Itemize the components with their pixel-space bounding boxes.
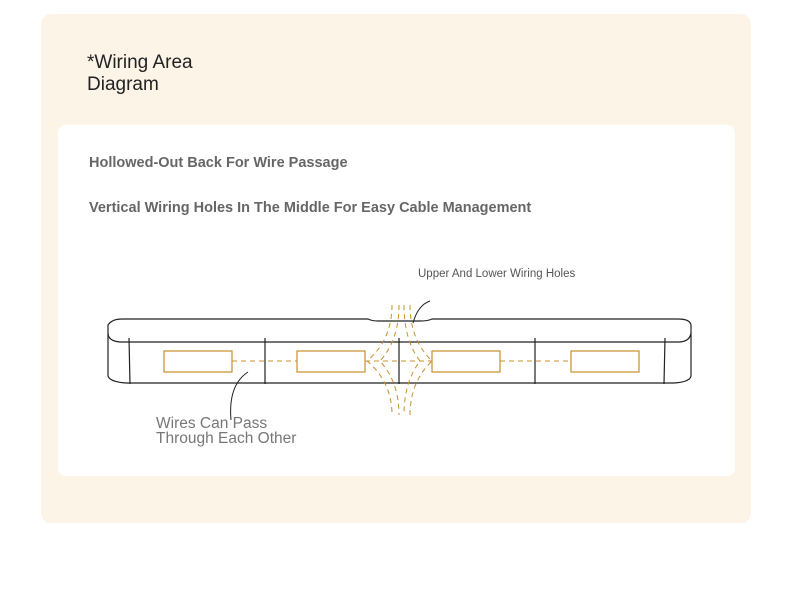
label-wires-pass: Wires Can Pass Through Each Other	[156, 415, 297, 447]
section-title: *Wiring Area Diagram	[87, 52, 193, 95]
feature-vertical-holes: Vertical Wiring Holes In The Middle For …	[89, 200, 532, 216]
diagram-panel	[58, 125, 735, 476]
label-upper-lower-holes: Upper And Lower Wiring Holes	[418, 268, 576, 280]
wire-paths	[232, 304, 571, 416]
feature-hollowed-back: Hollowed-Out Back For Wire Passage	[89, 155, 348, 171]
callout-lines	[230, 300, 431, 421]
cabinet-outline	[107, 318, 692, 385]
